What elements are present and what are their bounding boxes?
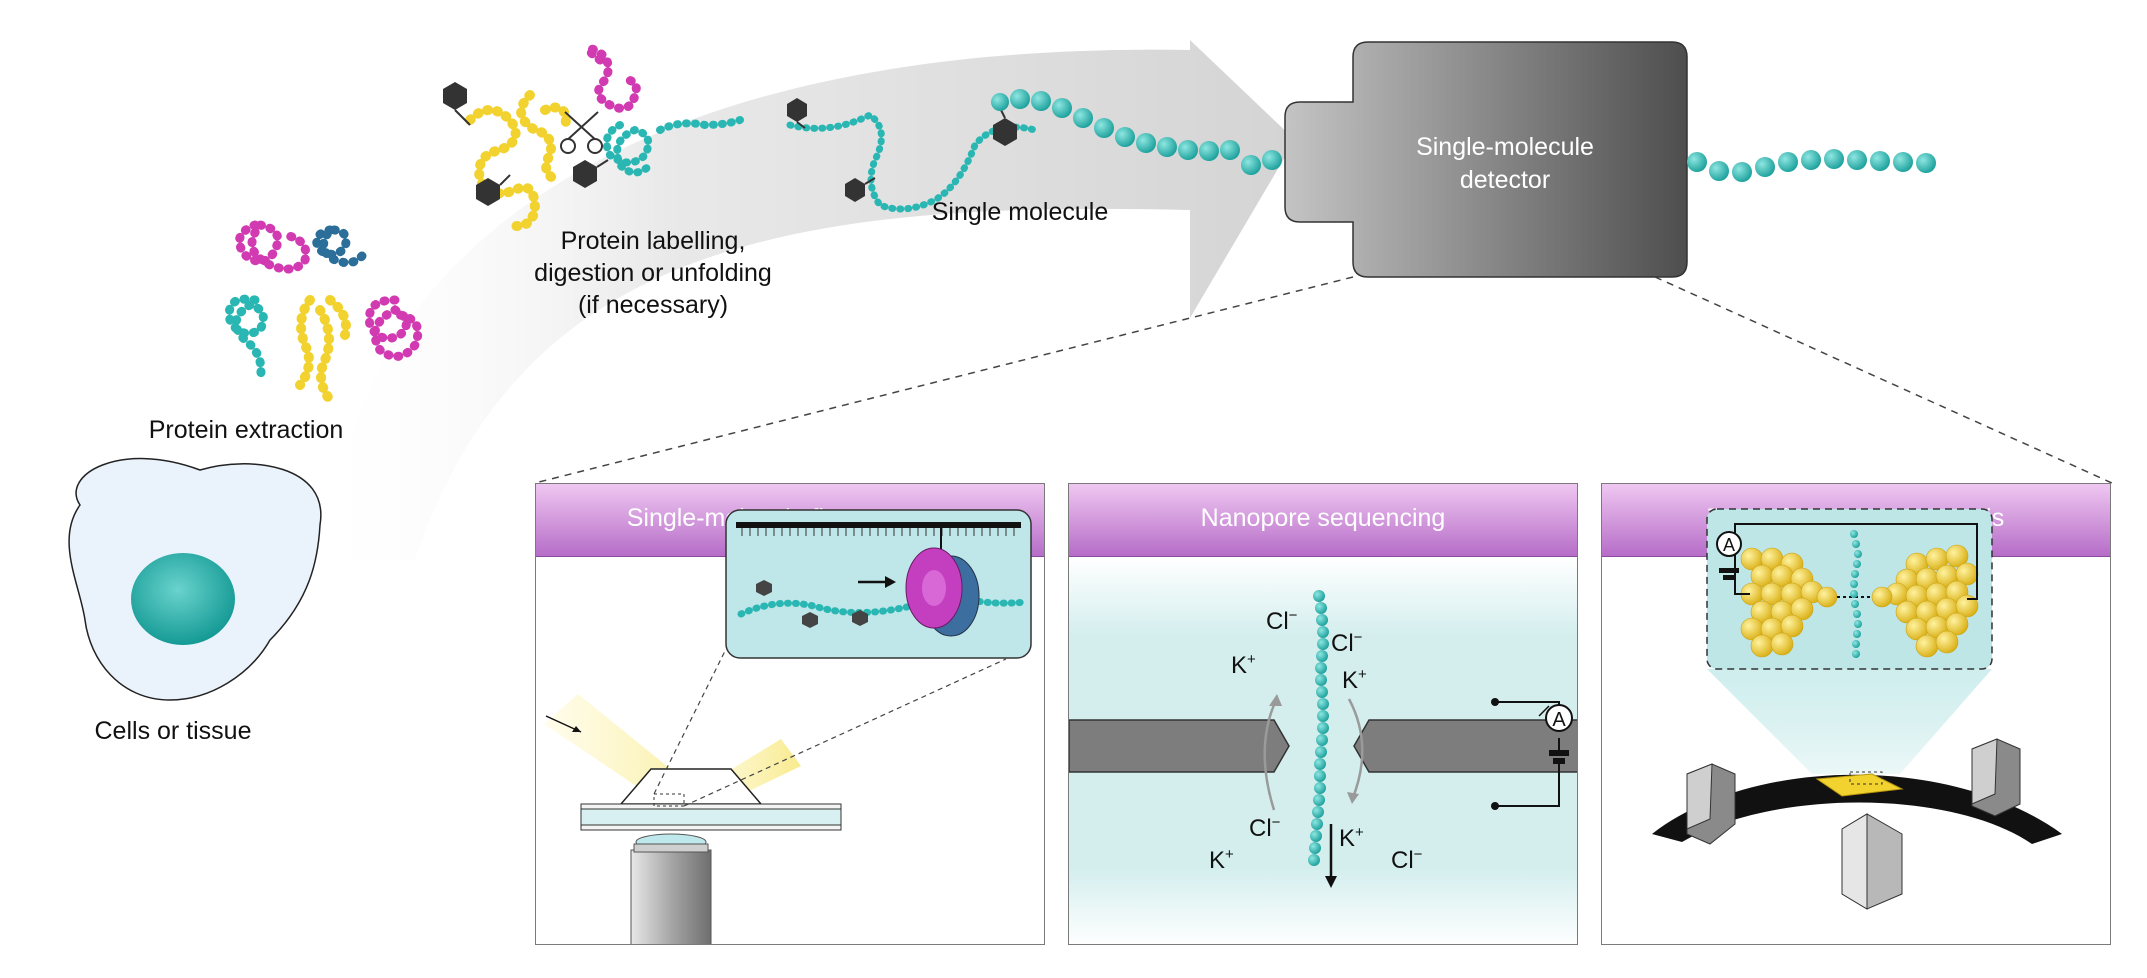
labelled-proteins (443, 44, 744, 231)
zoom-line-right (1654, 276, 2113, 484)
ion-potassium: K+ (1342, 666, 1367, 694)
fluorescence-illustration (544, 509, 1032, 944)
single-molecule-chain (786, 89, 1282, 213)
dna-teeth (741, 528, 1015, 536)
panel-header: Nanopore sequencing (1069, 484, 1577, 557)
extracted-proteins (224, 220, 423, 405)
detector-box (1284, 41, 1688, 278)
panel-nanopore: Nanopore sequencing A Cl (1068, 483, 1578, 945)
panel-fluorescence: Single-molecule fluorescence (535, 483, 1045, 945)
ion-chloride: Cl− (1331, 629, 1363, 657)
ion-chloride: Cl− (1266, 607, 1298, 635)
ion-potassium: K+ (1231, 651, 1256, 679)
detector-label: Single-molecule detector (1416, 133, 1594, 194)
ammeter-label: A (1723, 535, 1735, 555)
ammeter-label: A (1552, 709, 1566, 731)
label-single-molecule: Single molecule (931, 198, 1109, 226)
panel-tunnelling: Tunnelling current analysis (1601, 483, 2111, 945)
scissors-icon (560, 111, 603, 154)
label-protein-extraction: Protein extraction (148, 416, 344, 444)
cell-nucleus (131, 553, 235, 645)
nanopore-illustration: A (1069, 558, 1577, 944)
zoom-line-left (534, 276, 1354, 484)
output-chain (1687, 149, 1936, 182)
process-arrow (330, 40, 1295, 560)
label-protein-labelling: Protein labelling, digestion or unfoldin… (534, 227, 772, 319)
panel-title: Nanopore sequencing (1200, 504, 1446, 532)
ion-chloride: Cl− (1391, 846, 1423, 874)
ion-potassium: K+ (1339, 824, 1364, 852)
label-cells-or-tissue: Cells or tissue (94, 717, 252, 745)
ion-potassium: K+ (1209, 846, 1234, 874)
ion-chloride: Cl− (1249, 814, 1281, 842)
tunnelling-illustration: A (1652, 508, 2062, 910)
